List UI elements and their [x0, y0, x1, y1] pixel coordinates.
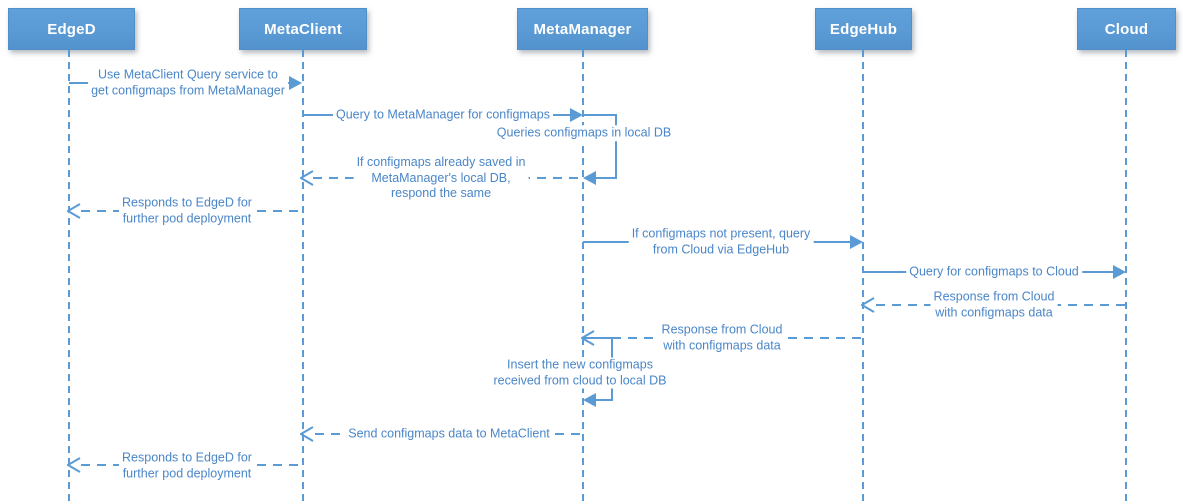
self-loop-line	[596, 399, 613, 401]
open-arrowhead-icon	[300, 170, 314, 186]
filled-arrowhead-icon	[289, 76, 302, 90]
lifeline-edgehub	[862, 50, 864, 504]
lifeline-metaclient	[302, 50, 304, 504]
actor-box-edged: EdgeD	[8, 8, 135, 50]
message-label: Responds to EdgeD for further pod deploy…	[119, 450, 255, 482]
lifeline-metamanager	[582, 50, 584, 504]
self-loop-line	[583, 114, 617, 116]
message-label: Responds to EdgeD for further pod deploy…	[119, 195, 255, 227]
open-arrowhead-icon	[300, 426, 314, 442]
message-label: Response from Cloud with configmaps data	[930, 289, 1058, 321]
message-label: Query to MetaManager for configmaps	[333, 107, 553, 123]
message-label: Query for configmaps to Cloud	[906, 264, 1082, 280]
open-arrowhead-icon	[581, 330, 595, 346]
message-label: If configmaps not present, query from Cl…	[628, 226, 814, 258]
message-label: Queries configmaps in local DB	[493, 125, 675, 141]
actor-box-cloud: Cloud	[1077, 8, 1176, 50]
actor-box-metamanager: MetaManager	[517, 8, 648, 50]
message-label: Use MetaClient Query service to get conf…	[88, 67, 288, 99]
lifeline-cloud	[1125, 50, 1127, 504]
actor-label: MetaClient	[264, 20, 342, 38]
open-arrowhead-icon	[67, 203, 81, 219]
filled-arrowhead-icon	[570, 108, 583, 122]
actor-label: Cloud	[1104, 20, 1149, 38]
lifeline-edged	[68, 50, 70, 504]
actor-label: EdgeHub	[829, 20, 898, 38]
actor-box-metaclient: MetaClient	[239, 8, 367, 50]
message-label: If configmaps already saved in MetaManag…	[353, 154, 529, 202]
filled-arrowhead-icon	[583, 393, 596, 407]
actor-label: EdgeD	[47, 20, 96, 38]
actor-box-edgehub: EdgeHub	[815, 8, 912, 50]
message-label: Insert the new configmaps received from …	[490, 357, 670, 389]
self-loop-line	[583, 337, 613, 339]
open-arrowhead-icon	[861, 297, 875, 313]
filled-arrowhead-icon	[583, 171, 596, 185]
self-loop-line	[615, 114, 617, 178]
message-label: Response from Cloud with configmaps data	[658, 322, 786, 354]
filled-arrowhead-icon	[1113, 265, 1126, 279]
self-loop-line	[596, 177, 617, 179]
message-label: Send configmaps data to MetaClient	[345, 426, 553, 442]
open-arrowhead-icon	[67, 457, 81, 473]
filled-arrowhead-icon	[850, 235, 863, 249]
actor-label: MetaManager	[533, 20, 632, 38]
